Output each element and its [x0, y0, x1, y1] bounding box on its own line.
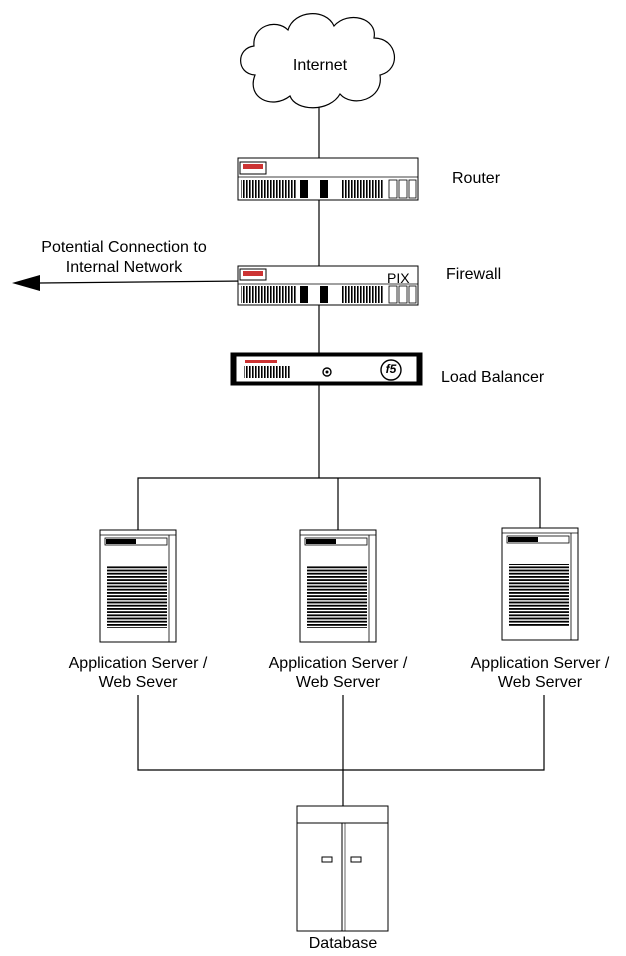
internal-network-label-line2: Internal Network	[65, 259, 183, 276]
server-3-label-line2: Web Server	[497, 674, 583, 691]
server-1-label-line2: Web Sever	[98, 674, 178, 691]
server-2-icon	[299, 529, 377, 643]
internal-network-label-line1: Potential Connection to	[41, 239, 207, 256]
f5-logo-icon: f5	[385, 362, 397, 376]
server-3-label-line1: Application Server /	[470, 655, 610, 672]
server-2-label-line2: Web Server	[295, 674, 381, 691]
arrow-head-icon	[12, 275, 40, 291]
server-1-label-line1: Application Server /	[68, 655, 208, 672]
firewall-icon	[237, 265, 419, 306]
cloud-icon	[240, 13, 396, 109]
load-balancer-label: Load Balancer	[441, 369, 545, 386]
firewall-device-text: PIX	[387, 270, 410, 286]
router-icon	[237, 157, 419, 201]
load-balancer-icon	[230, 352, 423, 386]
connection-lines	[39, 107, 545, 812]
link-database-bus	[137, 695, 545, 771]
firewall-label: Firewall	[446, 266, 502, 283]
server-1-icon	[99, 529, 177, 643]
database-icon	[296, 805, 389, 932]
server-2-label-line1: Application Server /	[268, 655, 408, 672]
internet-label: Internet	[292, 57, 348, 74]
database-label: Database	[308, 935, 378, 952]
server-3-icon	[501, 527, 579, 641]
link-firewall-internal	[39, 280, 247, 284]
link-server-bus	[137, 477, 541, 530]
router-label: Router	[452, 170, 501, 187]
